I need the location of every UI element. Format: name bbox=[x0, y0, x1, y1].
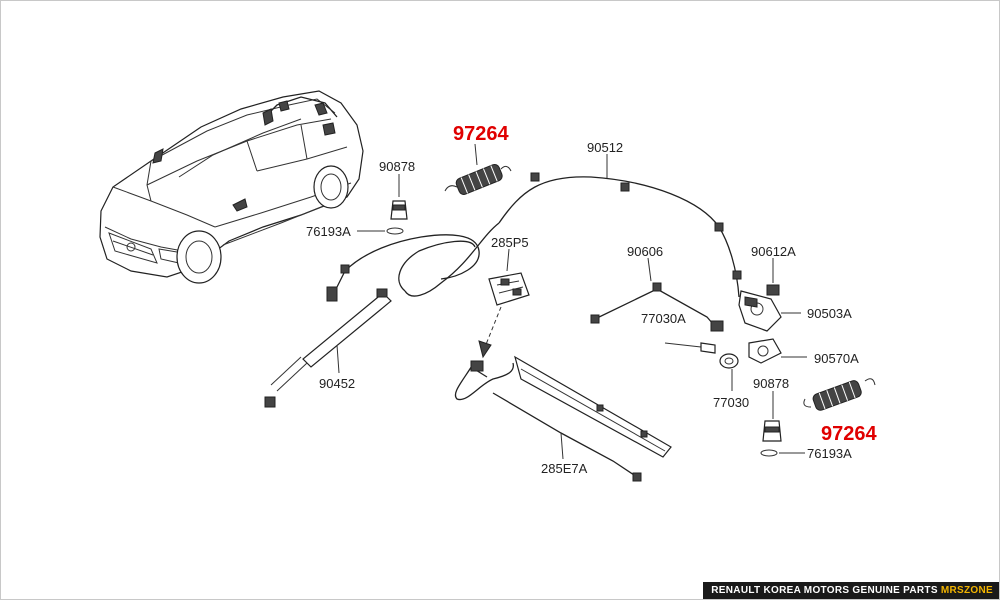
bumper-bottom-part bbox=[760, 391, 805, 457]
part-labels: 97264 90512 90878 76193A 285P5 90606 906… bbox=[306, 123, 877, 476]
label-97264-top: 97264 bbox=[453, 123, 509, 145]
label-77030A: 77030A bbox=[641, 311, 686, 326]
bolt-part bbox=[664, 342, 716, 354]
spring-top bbox=[444, 143, 512, 195]
spring-bottom bbox=[803, 378, 876, 411]
label-76193A-bottom: 76193A bbox=[807, 446, 852, 461]
gas-strut bbox=[264, 288, 392, 408]
label-90570A: 90570A bbox=[814, 351, 859, 366]
bumper-top-part bbox=[357, 174, 408, 235]
trim-harness bbox=[454, 355, 672, 482]
connector-part bbox=[478, 248, 530, 359]
latch-assembly bbox=[738, 258, 801, 332]
label-90612A: 90612A bbox=[751, 244, 796, 259]
label-97264-bottom: 97264 bbox=[821, 423, 877, 445]
label-90503A: 90503A bbox=[807, 306, 852, 321]
label-76193A-top: 76193A bbox=[306, 224, 351, 239]
label-285E7A: 285E7A bbox=[541, 461, 588, 476]
banner-main-text: RENAULT KOREA MOTORS GENUINE PARTS bbox=[711, 585, 938, 596]
label-90606: 90606 bbox=[627, 244, 663, 259]
label-90878-bottom: 90878 bbox=[753, 376, 789, 391]
release-cable bbox=[404, 154, 742, 298]
bracket-rod bbox=[590, 257, 724, 332]
banner-accent-text: MRSZONE bbox=[940, 585, 993, 596]
actuator-part bbox=[748, 338, 807, 364]
label-90878-top: 90878 bbox=[379, 159, 415, 174]
label-90512: 90512 bbox=[587, 140, 623, 155]
watermark-banner: RENAULT KOREA MOTORS GENUINE PARTS MRSZO… bbox=[703, 582, 999, 599]
label-77030: 77030 bbox=[713, 395, 749, 410]
harness-loop bbox=[326, 234, 480, 302]
nut-part bbox=[719, 353, 739, 391]
label-285P5: 285P5 bbox=[491, 235, 529, 250]
car-illustration bbox=[99, 90, 364, 284]
label-90452: 90452 bbox=[319, 376, 355, 391]
